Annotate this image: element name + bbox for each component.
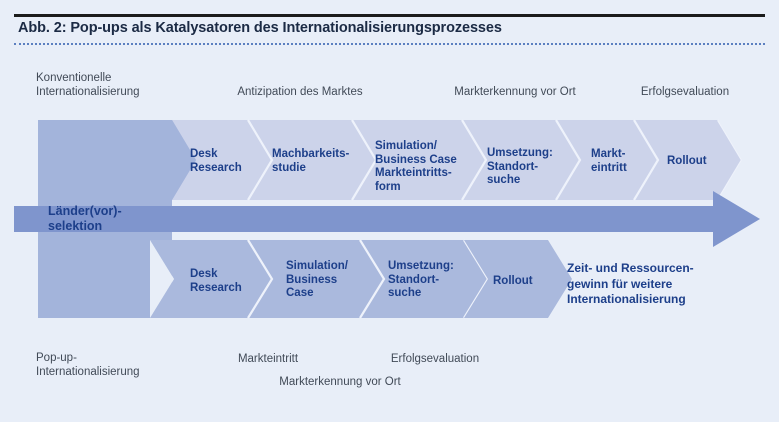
caption-top-antizipation: Antizipation des Marktes — [205, 85, 395, 99]
step-label-line: Rollout — [493, 275, 533, 287]
step-label-line: Desk — [190, 268, 218, 280]
step-label-line: Markteintritts- — [375, 167, 452, 180]
outcome-label-line: gewinn für weitere — [567, 276, 673, 291]
bottom-band-left-notch — [150, 240, 174, 318]
caption-line: Markteintritt — [237, 353, 299, 365]
top-step-umsetzung-standortsuche: Umsetzung: Standort- suche — [487, 147, 573, 188]
caption-line: Markterkennung vor Ort — [454, 86, 576, 98]
bottom-track-shapes — [150, 239, 700, 319]
step-label-line: Markt- — [591, 148, 626, 160]
bottom-outcome-region — [548, 240, 700, 318]
caption-bottom-markteintritt: Markteintritt — [198, 352, 338, 366]
step-label-line: suche — [388, 287, 422, 300]
central-arrow — [14, 191, 760, 247]
caption-line: Antizipation des Marktes — [237, 86, 363, 98]
bottom-chev-sep-1 — [247, 239, 274, 319]
top-step-simulation-business-case: Simulation/ Business Case Markteintritts… — [375, 140, 483, 194]
caption-line: Erfolgsevaluation — [640, 86, 730, 98]
caption-bottom-erfolgsevaluation: Erfolgsevaluation — [355, 352, 515, 366]
caption-bottom-popup: Pop-up- Internationalisierung — [36, 351, 196, 379]
top-chev-sep-2 — [351, 119, 378, 201]
step-label-line: Desk — [190, 148, 218, 160]
caption-line: Internationalisierung — [36, 86, 140, 98]
bottom-step-simulation-business-case: Simulation/ Business Case — [286, 260, 376, 301]
top-chev-sep-5 — [633, 119, 660, 201]
top-chev-sep-3 — [461, 119, 488, 201]
step-label-line: Standort- — [487, 160, 539, 173]
arrow-tail-square — [14, 206, 40, 232]
start-block-label-line: selektion — [48, 219, 103, 233]
start-block-label: Länder(vor)- selektion — [48, 204, 178, 234]
step-label-line: studie — [272, 161, 306, 174]
bottom-outcome-label: Zeit- und Ressourcen- gewinn für weitere… — [567, 261, 737, 308]
step-label-line: Research — [190, 161, 242, 174]
caption-line: Erfolgsevaluation — [390, 353, 480, 365]
step-label-line: Umsetzung: — [487, 147, 553, 159]
bottom-chev-sep-2 — [359, 239, 386, 319]
bottom-step-umsetzung-standortsuche: Umsetzung: Standort- suche — [388, 260, 474, 301]
title-top-rule — [14, 14, 765, 17]
start-block-label-line: Länder(vor)- — [48, 204, 122, 218]
caption-line: Internationalisierung — [36, 366, 140, 378]
top-step-rollout: Rollout — [667, 155, 729, 169]
top-band-right-fill — [718, 120, 745, 200]
figure-title: Abb. 2: Pop-ups als Katalysatoren des In… — [18, 20, 502, 36]
start-block-notch — [172, 120, 196, 200]
step-label-line: Business — [286, 273, 338, 286]
top-chev-sep-1 — [247, 119, 274, 201]
step-label-line: Standort- — [388, 273, 440, 286]
caption-top-markterkennung: Markterkennung vor Ort — [425, 85, 605, 99]
bottom-last-chevron — [464, 240, 572, 318]
step-label-line: Rollout — [667, 155, 707, 167]
step-label-line: form — [375, 180, 401, 193]
step-label-line: Umsetzung: — [388, 260, 454, 272]
outcome-label-line: Internationalisierung — [567, 292, 686, 306]
title-dotted-rule — [14, 43, 765, 45]
top-step-desk-research: Desk Research — [190, 148, 260, 175]
top-step-machbarkeitsstudie: Machbarkeits- studie — [272, 148, 372, 175]
caption-line: Pop-up- — [36, 352, 77, 364]
step-label-line: Business Case — [375, 153, 457, 166]
central-arrow-shape — [38, 191, 760, 247]
step-label-line: suche — [487, 174, 521, 187]
outcome-label-line: Zeit- und Ressourcen- — [567, 261, 694, 275]
bottom-step-desk-research: Desk Research — [190, 268, 260, 295]
step-label-line: Research — [190, 281, 242, 294]
caption-bottom-markterkennung: Markterkennung vor Ort — [240, 375, 440, 389]
caption-line: Markterkennung vor Ort — [279, 376, 401, 388]
caption-top-konventionelle: Konventionelle Internationalisierung — [36, 71, 186, 99]
top-track-shapes — [150, 119, 745, 201]
bottom-step-rollout: Rollout — [493, 275, 555, 289]
step-label-line: Machbarkeits- — [272, 148, 350, 160]
step-label-line: Simulation/ — [375, 140, 437, 152]
step-label-line: Simulation/ — [286, 260, 348, 272]
top-step-markteintritt: Markt- eintritt — [591, 148, 651, 175]
top-chev-sep-4 — [555, 119, 582, 201]
top-band-base — [150, 120, 745, 200]
step-label-line: Case — [286, 287, 314, 300]
caption-top-erfolgsevaluation: Erfolgsevaluation — [605, 85, 765, 99]
step-label-line: eintritt — [591, 161, 627, 174]
caption-line: Konventionelle — [36, 72, 112, 84]
